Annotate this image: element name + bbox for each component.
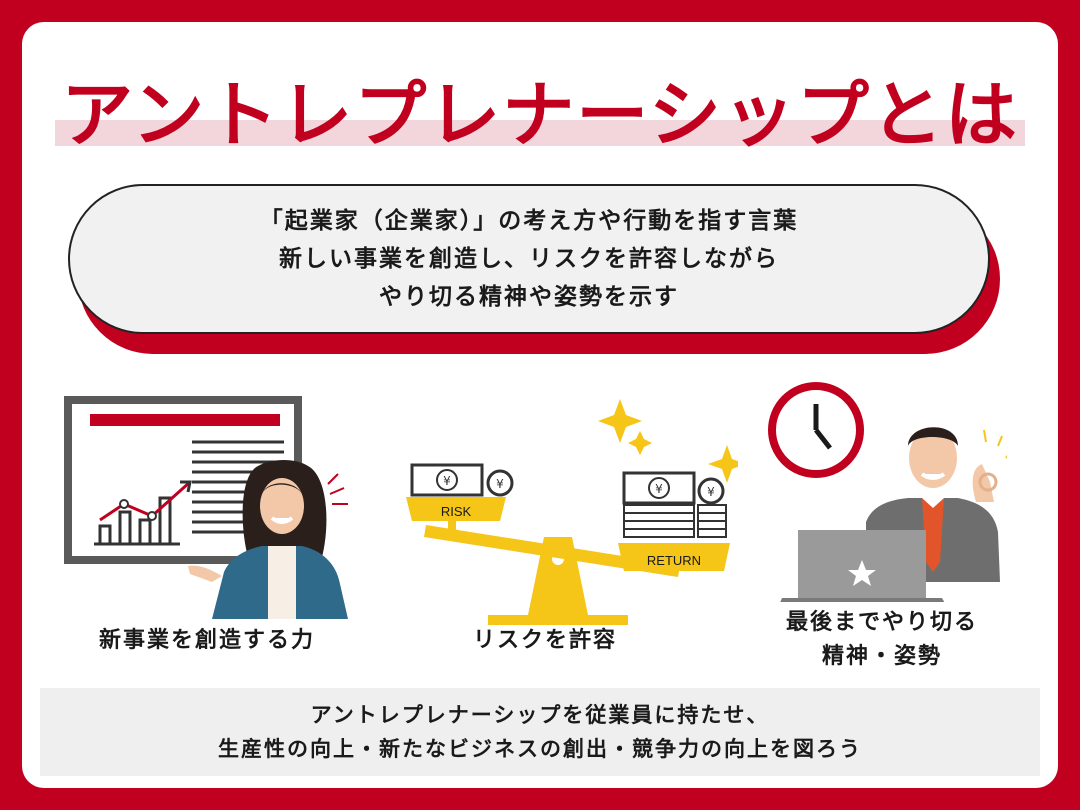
item-caption: リスクを許容	[472, 628, 617, 653]
item-caption: 新事業を創造する力	[98, 628, 315, 653]
page-title: アントレプレナーシップとは	[61, 73, 1019, 157]
currency-symbol: ¥	[655, 482, 663, 496]
risk-return-balance-scale-icon: RISK RETURN ¥ ¥ ¥ ¥	[406, 399, 738, 625]
conclusion-box: アントレプレナーシップを従業員に持たせ、 生産性の向上・新たなビジネスの創出・競…	[40, 688, 1040, 776]
businessman-ok-sign-laptop-clock-icon	[768, 382, 1007, 602]
risk-label: RISK	[441, 504, 472, 519]
definition-line: やり切る精神や姿勢を示す	[379, 284, 679, 310]
currency-symbol: ¥	[496, 477, 504, 491]
conclusion-line: 生産性の向上・新たなビジネスの創出・競争力の向上を図ろう	[218, 737, 862, 761]
definition-box: 「起業家（企業家）」の考え方や行動を指す言葉 新しい事業を創造し、リスクを許容し…	[68, 184, 990, 334]
infographic-card: アントレプレナーシップとは 「起業家（企業家）」の考え方や行動を指す言葉 新しい…	[22, 22, 1058, 788]
definition-line: 「起業家（企業家）」の考え方や行動を指す言葉	[259, 208, 799, 234]
title-highlight	[55, 120, 1025, 146]
definition-line: 新しい事業を創造し、リスクを許容しながら	[279, 246, 779, 272]
presenter-with-growth-chart-icon	[64, 396, 348, 619]
currency-symbol: ¥	[443, 474, 451, 488]
item-caption: 最後までやり切る 精神・姿勢	[785, 610, 978, 669]
conclusion-line: アントレプレナーシップを従業員に持たせ、	[310, 703, 770, 727]
return-label: RETURN	[647, 553, 701, 568]
currency-symbol: ¥	[707, 485, 715, 499]
